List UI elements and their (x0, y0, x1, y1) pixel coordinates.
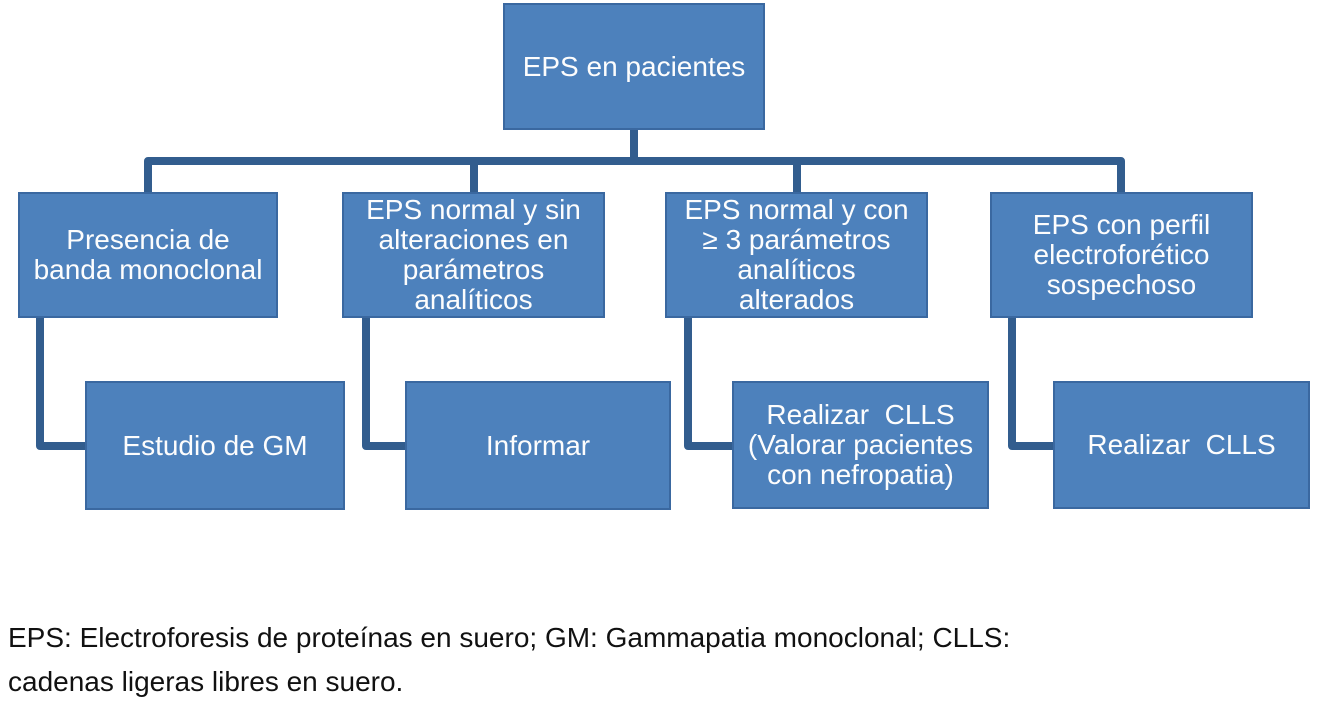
node-label: Estudio de GM (122, 429, 308, 461)
connector-branch3-to-child (684, 316, 737, 450)
node-eps-normal-sin-alteraciones: EPS normal y sin alteraciones en parámet… (342, 192, 605, 318)
node-label: EPS normal y sin alteraciones en parámet… (366, 194, 581, 315)
node-label: Informar (485, 429, 591, 461)
node-realizar-clls: Realizar CLLS (1053, 381, 1310, 509)
abbreviations-footnote: EPS: Electroforesis de proteínas en suer… (8, 622, 1011, 697)
connector-branch2-to-child (362, 316, 410, 450)
node-label: Realizar CLLS (Valorar pacientes con nef… (747, 399, 974, 490)
node-label: Presencia de banda monoclonal (33, 224, 263, 285)
node-label: EPS en pacientes (522, 50, 746, 82)
connector-branch1-to-child (36, 316, 90, 450)
node-label: EPS con perfil electroforético sospechos… (1032, 209, 1211, 300)
node-estudio-de-gm: Estudio de GM (85, 381, 345, 510)
node-informar: Informar (405, 381, 671, 510)
node-label: EPS normal y con ≥ 3 parámetros analític… (684, 194, 909, 315)
node-eps-en-pacientes: EPS en pacientes (503, 3, 765, 130)
node-realizar-clls-nefropatia: Realizar CLLS (Valorar pacientes con nef… (732, 381, 989, 509)
node-eps-normal-parametros-alterados: EPS normal y con ≥ 3 parámetros analític… (665, 192, 928, 318)
connector-branch-rail (144, 157, 1125, 194)
connector-branch4-to-child (1008, 316, 1058, 450)
node-eps-perfil-sospechoso: EPS con perfil electroforético sospechos… (990, 192, 1253, 318)
node-presencia-banda-monoclonal: Presencia de banda monoclonal (18, 192, 278, 318)
node-label: Realizar CLLS (1087, 429, 1276, 460)
